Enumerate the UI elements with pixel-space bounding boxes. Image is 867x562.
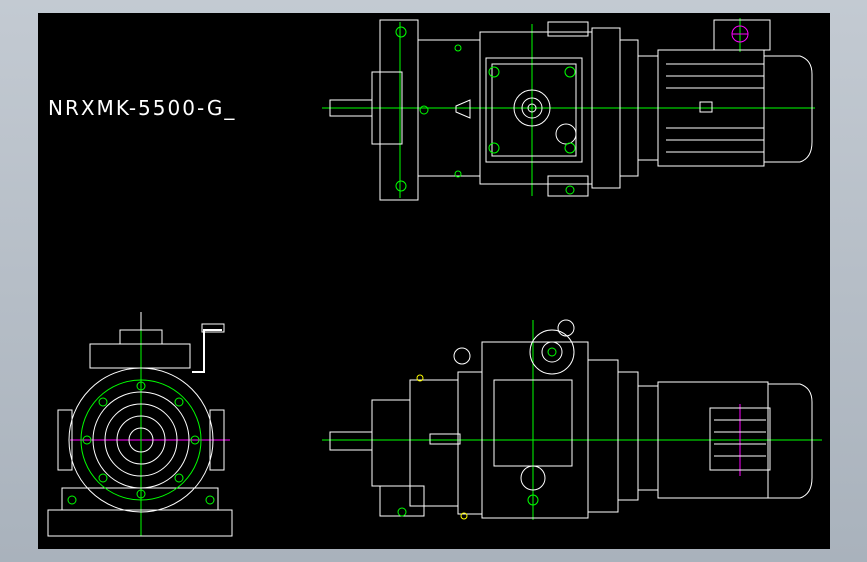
end-view (47, 312, 233, 537)
top-view (322, 18, 815, 201)
drawing-title: NRXMK-5500-G_ (48, 96, 237, 120)
drawing-canvas[interactable] (38, 13, 830, 549)
side-view (322, 319, 822, 520)
